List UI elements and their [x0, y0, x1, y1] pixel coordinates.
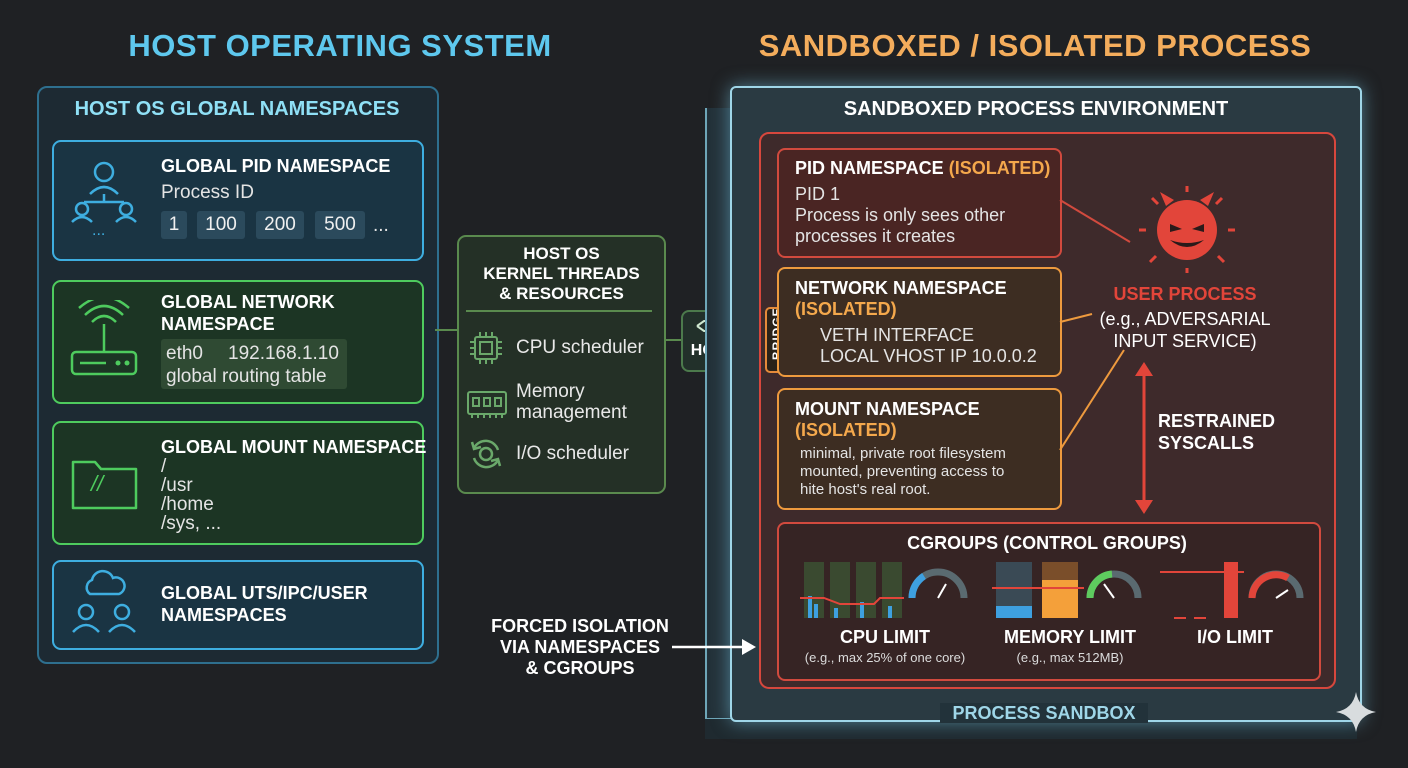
kernel-title: HOST OS KERNEL THREADS & RESOURCES — [457, 244, 666, 304]
global-network-title-1: GLOBAL NETWORK — [161, 292, 335, 312]
isolated-tag: (ISOLATED) — [948, 158, 1051, 178]
memory-label-2: management — [516, 402, 627, 423]
mount-path: /home — [161, 494, 214, 515]
kernel-title-line: KERNEL THREADS — [483, 264, 640, 283]
isolated-tag: (ISOLATED) — [795, 420, 897, 440]
cpu-limit-graphic — [800, 562, 968, 618]
pid-desc-line: processes it creates — [795, 226, 956, 246]
mount-path: / — [161, 456, 167, 477]
process-sandbox-label: PROCESS SANDBOX — [730, 703, 1358, 724]
refresh-cycle-icon — [470, 439, 502, 469]
memory-limit-sub: (e.g., max 512MB) — [1016, 650, 1124, 665]
pid-chip: 100 — [197, 211, 245, 239]
mnt-desc-line: hite host's real root. — [800, 481, 931, 498]
mnt-desc-line: minimal, private root filesystem — [800, 445, 1006, 462]
cloud-users-icon — [72, 569, 136, 633]
kernel-divider — [466, 310, 652, 312]
io-limit-label: I/O LIMIT — [1197, 627, 1273, 647]
mount-path: /usr — [161, 475, 193, 496]
isolated-tag: (ISOLATED) — [795, 299, 897, 319]
global-pid-namespace-box — [52, 140, 424, 261]
sandbox-side-face — [705, 108, 733, 736]
global-network-title-2: NAMESPACE — [161, 314, 275, 334]
user-process-title: USER PROCESS — [1113, 284, 1257, 304]
host-ip-address: 192.168.1.10 — [228, 343, 339, 364]
isolated-mount-namespace-box — [777, 388, 1062, 510]
global-mount-title: GLOBAL MOUNT NAMESPACE — [161, 437, 427, 457]
pid-icon-ellipsis: ... — [92, 222, 106, 239]
process-sandbox-label-text: PROCESS SANDBOX — [940, 703, 1148, 723]
syscalls-line: SYSCALLS — [1158, 433, 1255, 453]
routing-table-label: global routing table — [166, 366, 327, 387]
link-icon — [696, 320, 726, 332]
pid-chip-ellipsis: ... — [373, 215, 389, 236]
forced-line: FORCED ISOLATION — [491, 616, 669, 636]
host-namespaces-heading: HOST OS GLOBAL NAMESPACES — [74, 98, 400, 120]
isolated-mount-title: MOUNT NAMESPACE — [795, 399, 980, 419]
forced-isolation-arrow — [672, 639, 756, 655]
memory-limit-graphic — [992, 562, 1142, 618]
syscalls-line: RESTRAINED — [1158, 411, 1276, 431]
syscalls-arrow — [1135, 362, 1153, 514]
net-desc-line: VETH INTERFACE — [820, 325, 975, 345]
global-mount-namespace-box — [52, 421, 424, 545]
global-uts-title-1: GLOBAL UTS/IPC/USER — [161, 583, 368, 603]
global-uts-title-2: NAMESPACES — [161, 605, 287, 625]
namespace-link-lines — [1059, 199, 1131, 451]
sandbox-title: SANDBOXED / ISOLATED PROCESS — [758, 28, 1312, 63]
isolated-network-namespace-box — [777, 267, 1062, 377]
pid-desc-line: Process is only sees other — [795, 205, 1006, 225]
memory-module-icon — [467, 391, 507, 418]
isolated-network-desc: VETH INTERFACE LOCAL VHOST IP 10.0.0.2 — [820, 325, 1037, 367]
memory-label-1: Memory — [516, 381, 585, 402]
user-process-line: INPUT SERVICE) — [1113, 331, 1257, 351]
isolated-pid-desc: PID 1 Process is only sees other process… — [795, 184, 1005, 247]
interface-name: eth0 — [166, 343, 203, 364]
kernel-title-line: & RESOURCES — [499, 284, 624, 303]
io-scheduler-label: I/O scheduler — [516, 443, 629, 464]
kernel-title-line: HOST OS — [523, 244, 600, 263]
pid-chip: 1 — [161, 211, 187, 239]
devil-virus-icon — [1139, 186, 1235, 273]
cpu-limit-label: CPU LIMIT — [840, 627, 930, 647]
sandbox-env-title: SANDBOXED PROCESS ENVIRONMENT — [843, 98, 1229, 120]
sparkle-icon — [1336, 692, 1376, 732]
pid-desc-line: PID 1 — [795, 184, 841, 204]
forced-line: VIA NAMESPACES — [499, 637, 661, 657]
forced-line: & CGROUPS — [525, 658, 635, 678]
network-info-chip — [161, 339, 347, 389]
net-desc-line: LOCAL VHOST IP 10.0.0.2 — [820, 346, 1037, 366]
pid-chip: 200 — [256, 211, 304, 239]
process-id-label: Process ID — [161, 182, 254, 203]
memory-limit-label: MEMORY LIMIT — [1004, 627, 1136, 647]
users-hierarchy-icon — [71, 161, 137, 223]
isolated-mount-desc: minimal, private root filesystem mounted… — [800, 445, 1006, 499]
isolated-pid-namespace-box — [777, 148, 1062, 258]
cpu-chip-icon — [470, 332, 502, 364]
router-icon — [70, 300, 138, 376]
mnt-desc-line: mounted, preventing access to — [800, 463, 1005, 480]
global-uts-namespace-box — [52, 560, 424, 650]
global-pid-title: GLOBAL PID NAMESPACE — [161, 156, 391, 176]
io-limit-graphic — [1160, 562, 1304, 619]
isolated-pid-title-text: PID NAMESPACE — [795, 158, 944, 178]
isolated-pid-title: PID NAMESPACE (ISOLATED) — [795, 158, 1050, 179]
user-process-desc: (e.g., ADVERSARIAL INPUT SERVICE) — [1090, 308, 1280, 352]
folder-icon-text: // — [91, 471, 104, 496]
cpu-limit-sub: (e.g., max 25% of one core) — [804, 650, 966, 665]
restrained-syscalls-label: RESTRAINED SYSCALLS — [1158, 410, 1275, 454]
forced-isolation-label: FORCED ISOLATION VIA NAMESPACES & CGROUP… — [480, 616, 680, 679]
folder-icon — [71, 460, 138, 510]
isolated-network-title: NETWORK NAMESPACE — [795, 278, 1007, 298]
pid-chip: 500 — [315, 211, 365, 239]
host-os-title: HOST OPERATING SYSTEM — [128, 28, 552, 63]
mount-path: /sys, ... — [161, 513, 222, 534]
cgroups-title: CGROUPS (CONTROL GROUPS) — [907, 533, 1187, 553]
cpu-scheduler-label: CPU scheduler — [516, 337, 644, 358]
user-process-line: (e.g., ADVERSARIAL — [1099, 309, 1271, 329]
